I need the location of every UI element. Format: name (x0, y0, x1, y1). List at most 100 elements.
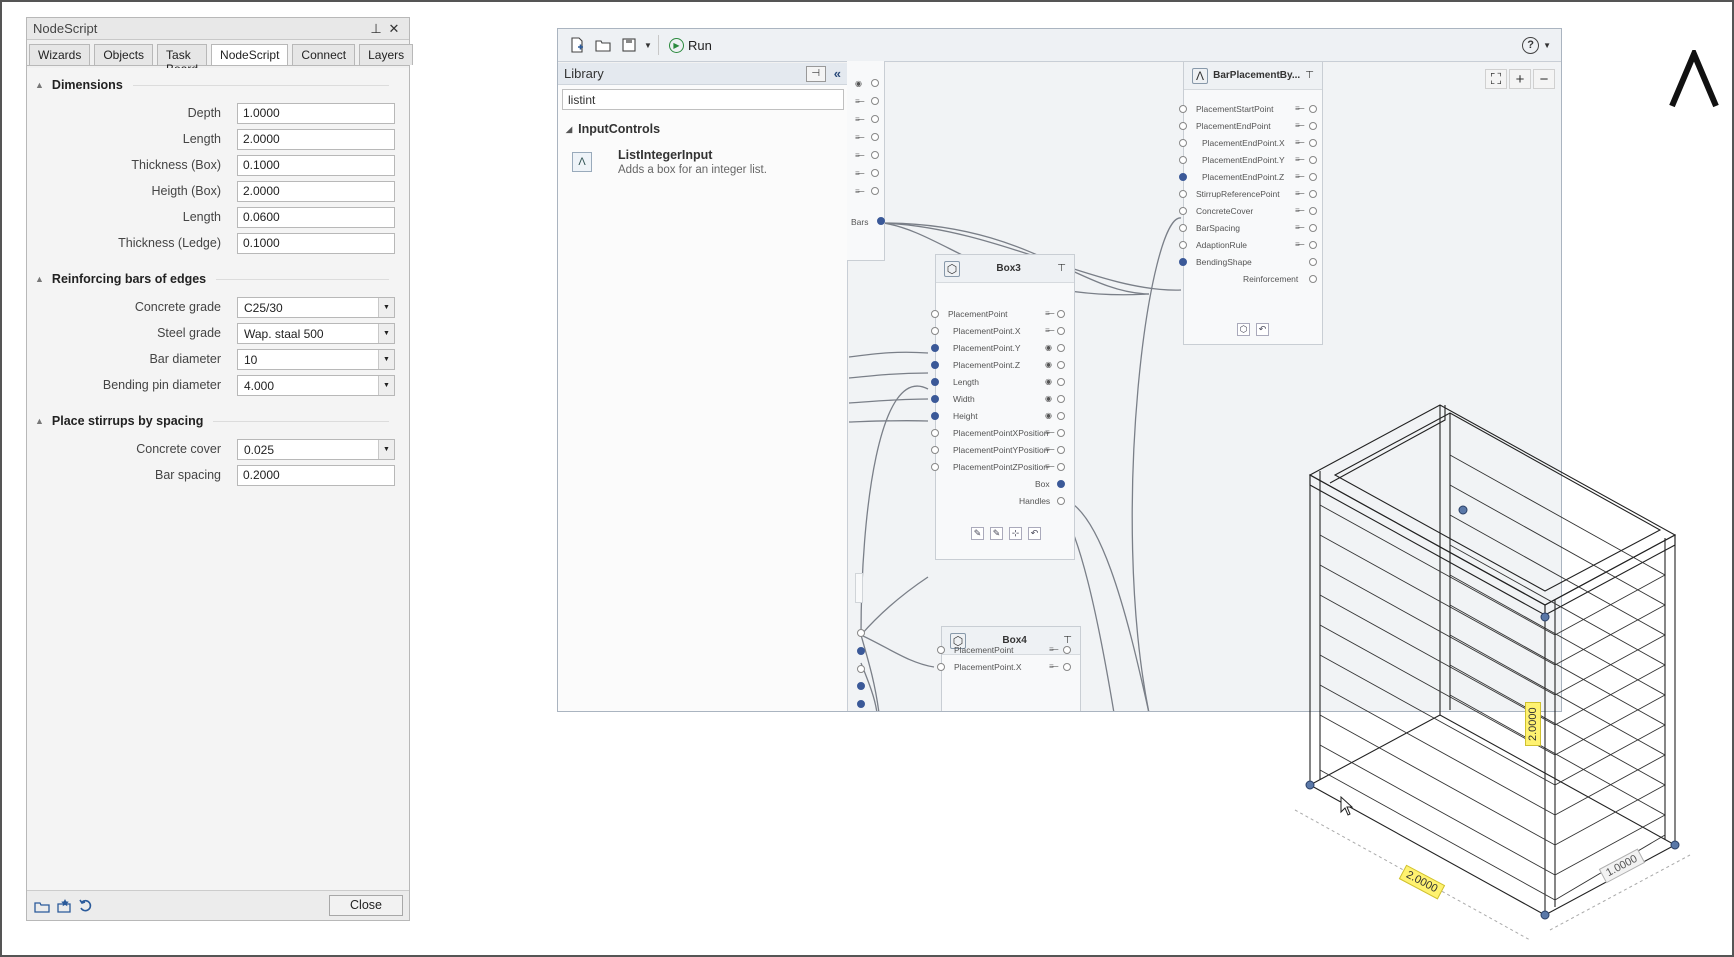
port-dot[interactable] (1309, 156, 1317, 164)
port-dot[interactable] (1309, 224, 1317, 232)
close-button[interactable]: Close (329, 895, 403, 916)
port-dot[interactable] (1179, 224, 1187, 232)
port-dot[interactable] (931, 429, 939, 437)
port-dot[interactable] (1057, 361, 1065, 369)
port-dot[interactable] (1057, 480, 1065, 488)
bar-diameter-select[interactable]: 10▼ (237, 348, 395, 370)
port-dot[interactable] (1063, 663, 1071, 671)
thickness-box-input[interactable] (237, 154, 395, 176)
port-dot[interactable] (871, 133, 879, 141)
visibility-icon[interactable]: ◉ (855, 79, 862, 88)
port-dot[interactable] (931, 327, 939, 335)
collapse-arrow-icon[interactable]: ▲ (35, 274, 44, 284)
port-dot[interactable] (871, 79, 879, 87)
port-dot[interactable] (1309, 241, 1317, 249)
port-dot[interactable] (1309, 122, 1317, 130)
new-file-icon[interactable] (564, 33, 590, 57)
section-dimensions[interactable]: ▲ Dimensions (35, 78, 409, 92)
port-dot[interactable] (931, 361, 939, 369)
port-dot[interactable] (1309, 105, 1317, 113)
port-dot[interactable] (871, 151, 879, 159)
node-bar-placement[interactable]: Λ BarPlacementBy... ⊤ (1183, 61, 1323, 345)
port-dot[interactable] (857, 665, 865, 673)
save-icon[interactable] (616, 33, 642, 57)
dropdown-arrow-icon[interactable]: ▼ (378, 375, 394, 395)
dropdown-arrow-icon[interactable]: ▼ (378, 323, 394, 343)
collapse-arrow-icon[interactable]: ▲ (35, 80, 44, 90)
port-dot[interactable] (871, 115, 879, 123)
length-input[interactable] (237, 128, 395, 150)
section-reinforcing[interactable]: ▲ Reinforcing bars of edges (35, 272, 409, 286)
section-stirrups[interactable]: ▲ Place stirrups by spacing (35, 414, 409, 428)
tab-nodescript[interactable]: NodeScript (211, 44, 289, 65)
collapse-arrow-icon[interactable]: ▲ (35, 416, 44, 426)
port-dot[interactable] (1057, 412, 1065, 420)
port-dot[interactable] (931, 395, 939, 403)
port-dot[interactable] (1057, 378, 1065, 386)
library-category[interactable]: ◢ InputControls (566, 122, 847, 136)
port-dot[interactable] (1057, 310, 1065, 318)
help-dropdown-icon[interactable]: ▼ (1543, 40, 1551, 50)
help-button[interactable]: ? ▼ (1522, 36, 1555, 54)
cube-icon[interactable]: ⬡ (1237, 323, 1250, 336)
pin-icon[interactable]: ⊣ (805, 65, 826, 82)
port-dot[interactable] (1179, 207, 1187, 215)
reset-icon[interactable] (77, 897, 95, 915)
dropdown-arrow-icon[interactable]: ▼ (378, 297, 394, 317)
port-dot[interactable] (1057, 395, 1065, 403)
port-dot[interactable] (1309, 190, 1317, 198)
port-dot[interactable] (1057, 497, 1065, 505)
edit-icon[interactable]: ✎ (971, 527, 984, 540)
port-dot-connected[interactable] (857, 700, 865, 708)
port-dot[interactable] (1179, 241, 1187, 249)
port-dot[interactable] (1309, 258, 1317, 266)
port-dot[interactable] (1179, 173, 1187, 181)
save-favorite-icon[interactable] (55, 897, 73, 915)
port-dot-connected[interactable] (857, 682, 865, 690)
port-dot[interactable] (871, 187, 879, 195)
tab-connect[interactable]: Connect (292, 44, 356, 65)
thickness-ledge-input[interactable] (237, 232, 395, 254)
node-box4[interactable]: ⬡ Box4 ⊤ (941, 626, 1081, 711)
port-dot[interactable] (931, 412, 939, 420)
port-dot-connected[interactable] (877, 217, 885, 225)
open-favorite-icon[interactable] (33, 897, 51, 915)
port-dot[interactable] (1309, 207, 1317, 215)
port-dot[interactable] (1309, 173, 1317, 181)
port-dot[interactable] (1057, 327, 1065, 335)
close-icon[interactable]: ✕ (388, 20, 400, 36)
depth-input[interactable] (237, 102, 395, 124)
run-button[interactable]: ▶ Run (663, 37, 718, 53)
zoom-in-icon[interactable]: + (1509, 69, 1531, 89)
expand-triangle-icon[interactable]: ◢ (566, 124, 573, 134)
port-dot[interactable] (871, 97, 879, 105)
tab-task-board[interactable]: Task Board (157, 44, 208, 76)
undo-icon[interactable]: ↶ (1028, 527, 1041, 540)
handles-icon[interactable]: ⊹ (1009, 527, 1022, 540)
collapsed-node[interactable] (855, 573, 863, 603)
port-dot[interactable] (931, 463, 939, 471)
port-dot[interactable] (1309, 139, 1317, 147)
height-box-input[interactable] (237, 180, 395, 202)
open-folder-icon[interactable] (590, 33, 616, 57)
3d-model-view[interactable] (1290, 395, 1720, 940)
port-dot[interactable] (931, 378, 939, 386)
ledge-length-input[interactable] (237, 206, 395, 228)
port-dot[interactable] (931, 446, 939, 454)
port-dot[interactable] (1057, 344, 1065, 352)
tab-layers[interactable]: Layers (359, 44, 414, 65)
port-dot[interactable] (937, 646, 945, 654)
bending-pin-select[interactable]: 4.000▼ (237, 374, 395, 396)
edit-icon[interactable]: ✎ (990, 527, 1003, 540)
port-dot[interactable] (857, 629, 865, 637)
port-dot[interactable] (937, 663, 945, 671)
fit-view-icon[interactable]: ⛶ (1485, 69, 1507, 89)
port-dot[interactable] (1309, 275, 1317, 283)
port-dot[interactable] (1057, 463, 1065, 471)
dropdown-arrow-icon[interactable]: ▼ (378, 349, 394, 369)
save-dropdown-icon[interactable]: ▼ (644, 40, 652, 50)
pin-icon[interactable]: ⊤ (1057, 263, 1066, 274)
port-dot[interactable] (1179, 190, 1187, 198)
port-dot[interactable] (1179, 105, 1187, 113)
dropdown-arrow-icon[interactable]: ▼ (378, 439, 394, 459)
